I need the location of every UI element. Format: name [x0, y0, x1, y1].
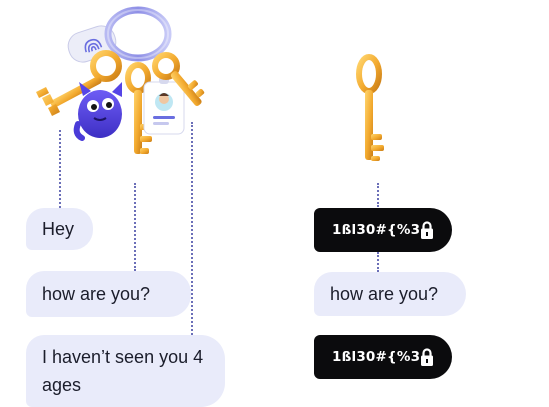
keychain-illustration — [36, 6, 205, 154]
connector-line-3 — [191, 122, 193, 335]
lock-icon — [421, 221, 433, 239]
message-text: I haven’t seen you 4 ages — [42, 347, 204, 395]
connector-line-1 — [59, 130, 61, 208]
lock-icon — [421, 348, 433, 366]
message-bubble-how-are-you: how are you? — [26, 271, 191, 317]
message-bubble-how-are-you-plain: how are you? — [314, 272, 466, 316]
encrypted-message-bubble: 1ßl30#{%3 — [314, 335, 452, 379]
connector-line-2 — [134, 183, 136, 271]
message-text: how are you? — [330, 284, 439, 304]
single-key-illustration — [356, 54, 384, 161]
message-bubble-hey: Hey — [26, 208, 93, 250]
connector-line-right-mid — [377, 252, 379, 272]
cipher-text: 1ßl30#{%3 — [332, 349, 421, 365]
purple-plush-character — [73, 82, 122, 141]
gold-key-right — [152, 52, 205, 106]
message-text: how are you? — [42, 284, 151, 304]
connector-line-right-top — [377, 183, 379, 207]
encrypted-message-bubble: 1ßl30#{%3 — [314, 208, 452, 252]
cipher-text: 1ßl30#{%3 — [332, 222, 421, 238]
message-text: Hey — [42, 219, 75, 239]
message-bubble-havent-seen-you: I haven’t seen you 4 ages — [26, 335, 225, 407]
gold-key-left — [36, 50, 122, 116]
id-badge-icon — [143, 74, 185, 135]
gold-key-middle — [125, 62, 152, 154]
